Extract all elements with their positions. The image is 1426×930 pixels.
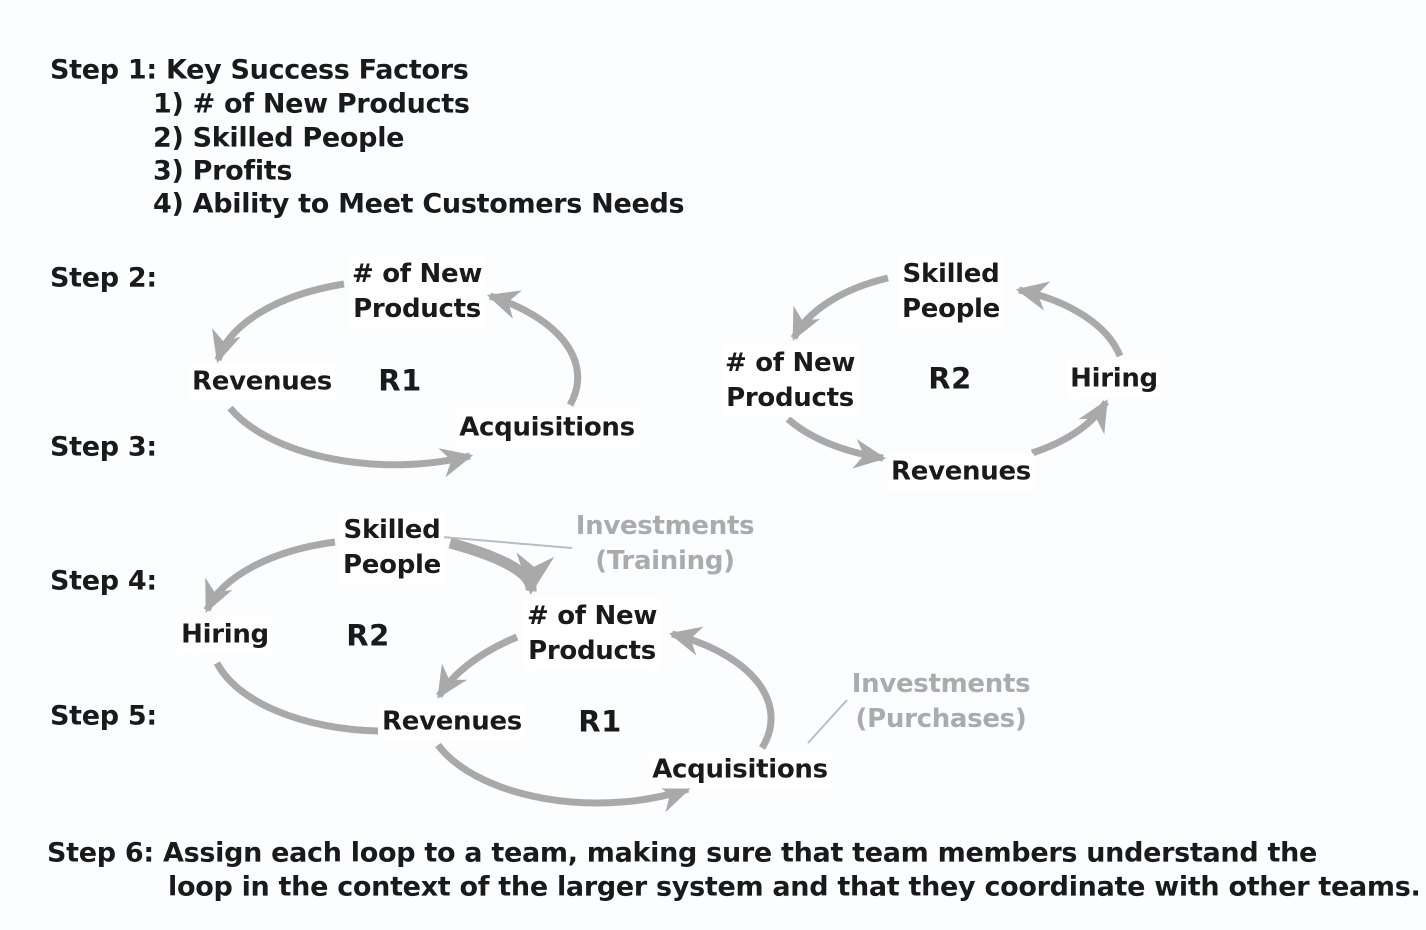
step4-label: Step 4:	[50, 565, 157, 597]
step1-title: Step 1: Key Success Factors	[50, 54, 469, 86]
arrow-r2-products-to-revenues	[785, 416, 887, 469]
r2-node-revenues: Revenues	[888, 453, 1034, 491]
step6-line2: loop in the context of the larger system…	[168, 871, 1421, 903]
r1-node-revenues: Revenues	[189, 363, 335, 401]
arrow-combined-skilled-to-hiring	[203, 538, 336, 613]
callout-line-investments-purchases	[807, 699, 848, 744]
combined-annotation-investments-training: Investments (Training)	[575, 511, 755, 576]
arrow-r2-hiring-to-skilled	[1015, 281, 1124, 358]
combined-node-skilled-people: Skilled People	[340, 512, 444, 584]
r2-loop-label: R2	[928, 361, 972, 396]
r2-node-skilled-people: Skilled People	[899, 256, 1003, 328]
arrow-r2-revenues-to-hiring	[1030, 399, 1110, 457]
r1-node-new-products: # of New Products	[348, 256, 486, 328]
combined-r2-loop-label: R2	[346, 618, 390, 653]
arrow-r2-skilled-to-products	[790, 274, 889, 341]
combined-node-revenues: Revenues	[379, 703, 525, 741]
step1-item-3: 3) Profits	[153, 155, 293, 187]
arrow-combined-acquisitions-to-products	[668, 626, 775, 750]
combined-node-new-products: # of New Products	[523, 598, 661, 670]
step6-line1: Step 6: Assign each loop to a team, maki…	[47, 837, 1318, 869]
step1-item-2: 2) Skilled People	[153, 122, 405, 154]
callout-line-investments-training	[441, 536, 573, 549]
arrow-combined-skilled-to-products-investment	[448, 537, 555, 596]
combined-annotation-investments-purchases: Investments (Purchases)	[851, 669, 1031, 734]
r1-loop-label: R1	[378, 363, 422, 398]
arrow-r1-products-to-revenues	[212, 280, 345, 364]
arrow-r1-acquisitions-to-products	[486, 290, 582, 407]
step5-label: Step 5:	[50, 700, 157, 732]
combined-r1-loop-label: R1	[578, 704, 622, 739]
arrow-combined-hiring-to-revenues	[213, 661, 379, 735]
r2-node-hiring: Hiring	[1067, 360, 1161, 398]
r2-node-new-products: # of New Products	[721, 345, 859, 417]
arrow-combined-revenues-to-acquisitions	[435, 742, 692, 813]
step1-item-1: 1) # of New Products	[153, 88, 470, 120]
step3-label: Step 3:	[50, 431, 157, 463]
r1-node-acquisitions: Acquisitions	[456, 409, 638, 447]
combined-node-hiring: Hiring	[178, 616, 272, 654]
step1-item-4: 4) Ability to Meet Customers Needs	[153, 188, 685, 220]
arrow-r1-revenues-to-acquisitions	[227, 405, 474, 478]
arrow-combined-products-to-revenues	[436, 633, 519, 699]
combined-node-acquisitions: Acquisitions	[649, 751, 831, 789]
step2-label: Step 2:	[50, 262, 157, 294]
